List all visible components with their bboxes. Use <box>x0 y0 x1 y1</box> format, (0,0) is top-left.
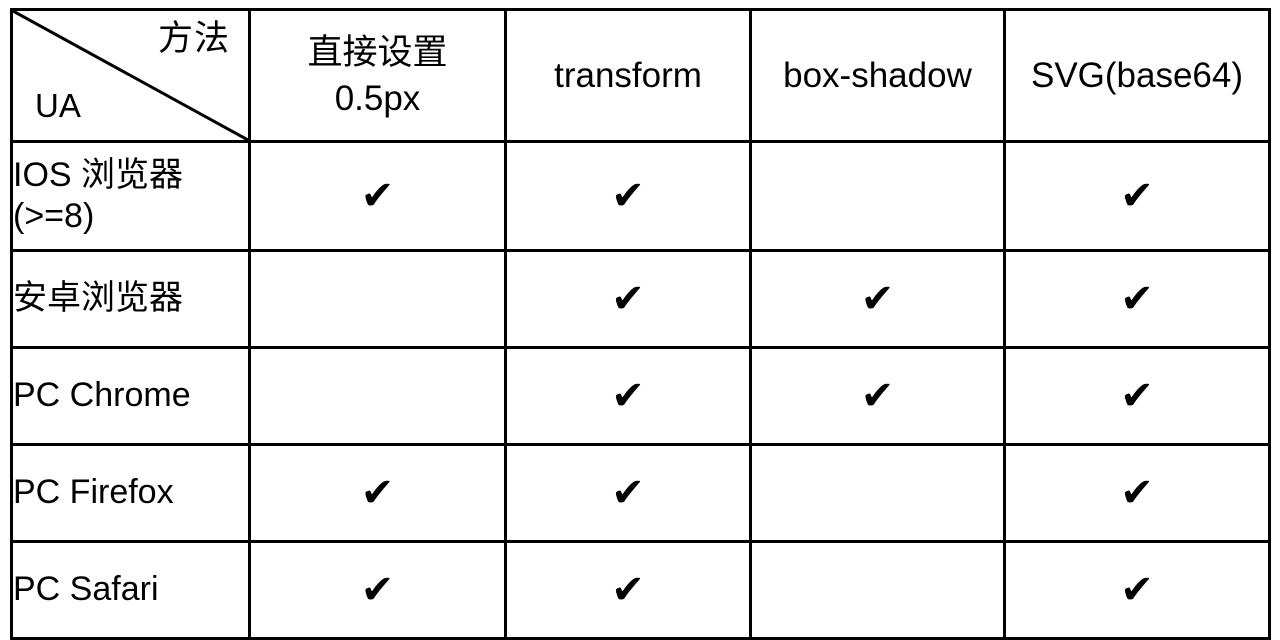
corner-ua-label: UA <box>35 87 81 125</box>
check-icon: ✔ <box>360 568 395 612</box>
corner-method-label: 方法 <box>157 19 230 58</box>
cell-pc-chrome-transform: ✔ <box>504 346 752 446</box>
cell-pc-firefox-box-shadow <box>749 443 1006 543</box>
cell-pc-safari-direct-0-5px: ✔ <box>248 540 507 640</box>
column-header-direct-0-5px: 直接设置 0.5px <box>248 8 507 143</box>
row-label-pc-firefox: PC Firefox <box>10 443 251 543</box>
column-header-line-1: box-shadow <box>783 55 972 95</box>
row-label-line-1: PC Chrome <box>13 376 191 415</box>
cell-android-browser-transform: ✔ <box>504 249 752 349</box>
cell-ios-browser-svg-base64: ✔ <box>1003 140 1271 252</box>
table-row: PC Firefox ✔ ✔ ✔ <box>10 443 1271 543</box>
column-header-svg-base64: SVG(base64) <box>1003 8 1271 143</box>
diagonal-divider-line-icon <box>13 11 248 140</box>
cell-pc-safari-svg-base64: ✔ <box>1003 540 1271 640</box>
cell-pc-safari-box-shadow <box>749 540 1006 640</box>
column-header-line-1: 直接设置 <box>307 33 448 72</box>
row-label-ios-browser: IOS 浏览器 (>=8) <box>10 140 251 252</box>
column-header-line-1: transform <box>554 55 702 95</box>
check-icon: ✔ <box>1120 174 1154 218</box>
cell-pc-chrome-direct-0-5px <box>248 346 507 446</box>
check-icon: ✔ <box>611 471 645 515</box>
check-icon: ✔ <box>860 277 895 321</box>
check-icon: ✔ <box>1120 374 1154 418</box>
cell-android-browser-direct-0-5px <box>248 249 507 349</box>
cell-ios-browser-box-shadow <box>749 140 1006 252</box>
check-icon: ✔ <box>860 374 895 418</box>
table-row: IOS 浏览器 (>=8) ✔ ✔ ✔ <box>10 140 1271 252</box>
row-label-pc-chrome: PC Chrome <box>10 346 251 446</box>
table-row: PC Chrome ✔ ✔ ✔ <box>10 346 1271 446</box>
row-label-line-2: (>=8) <box>13 197 95 235</box>
cell-pc-firefox-svg-base64: ✔ <box>1003 443 1271 543</box>
row-label-line-1: 安卓浏览器 <box>13 279 183 318</box>
cell-pc-chrome-box-shadow: ✔ <box>749 346 1006 446</box>
cell-ios-browser-direct-0-5px: ✔ <box>248 140 507 252</box>
check-icon: ✔ <box>611 374 645 418</box>
browser-compat-table-container: 方法 UA 直接设置 0.5px transform box-shadow SV… <box>10 8 1271 640</box>
browser-compat-table: 方法 UA 直接设置 0.5px transform box-shadow SV… <box>10 8 1271 640</box>
column-header-line-1: SVG(base64) <box>1030 55 1244 95</box>
cell-ios-browser-transform: ✔ <box>504 140 752 252</box>
row-label-pc-safari: PC Safari <box>10 540 251 640</box>
check-icon: ✔ <box>1120 568 1154 612</box>
row-label-line-1: PC Safari <box>13 570 159 609</box>
check-icon: ✔ <box>611 174 645 218</box>
table-body: 方法 UA 直接设置 0.5px transform box-shadow SV… <box>10 8 1271 640</box>
check-icon: ✔ <box>360 471 395 515</box>
row-label-line-1: IOS 浏览器 <box>13 155 184 194</box>
table-row: PC Safari ✔ ✔ ✔ <box>10 540 1271 640</box>
row-label-line-1: PC Firefox <box>13 473 174 512</box>
column-header-line-2: 0.5px <box>334 78 421 118</box>
check-icon: ✔ <box>1120 277 1154 321</box>
check-icon: ✔ <box>360 174 395 218</box>
cell-pc-safari-transform: ✔ <box>504 540 752 640</box>
table-header-row: 方法 UA 直接设置 0.5px transform box-shadow SV… <box>10 8 1271 143</box>
column-header-transform: transform <box>504 8 752 143</box>
check-icon: ✔ <box>611 568 645 612</box>
table-row: 安卓浏览器 ✔ ✔ ✔ <box>10 249 1271 349</box>
column-header-box-shadow: box-shadow <box>749 8 1006 143</box>
check-icon: ✔ <box>1120 471 1154 515</box>
cell-android-browser-svg-base64: ✔ <box>1003 249 1271 349</box>
cell-pc-firefox-transform: ✔ <box>504 443 752 543</box>
corner-header-cell: 方法 UA <box>10 8 251 143</box>
row-label-android-browser: 安卓浏览器 <box>10 249 251 349</box>
check-icon: ✔ <box>611 277 645 321</box>
cell-pc-chrome-svg-base64: ✔ <box>1003 346 1271 446</box>
cell-android-browser-box-shadow: ✔ <box>749 249 1006 349</box>
cell-pc-firefox-direct-0-5px: ✔ <box>248 443 507 543</box>
